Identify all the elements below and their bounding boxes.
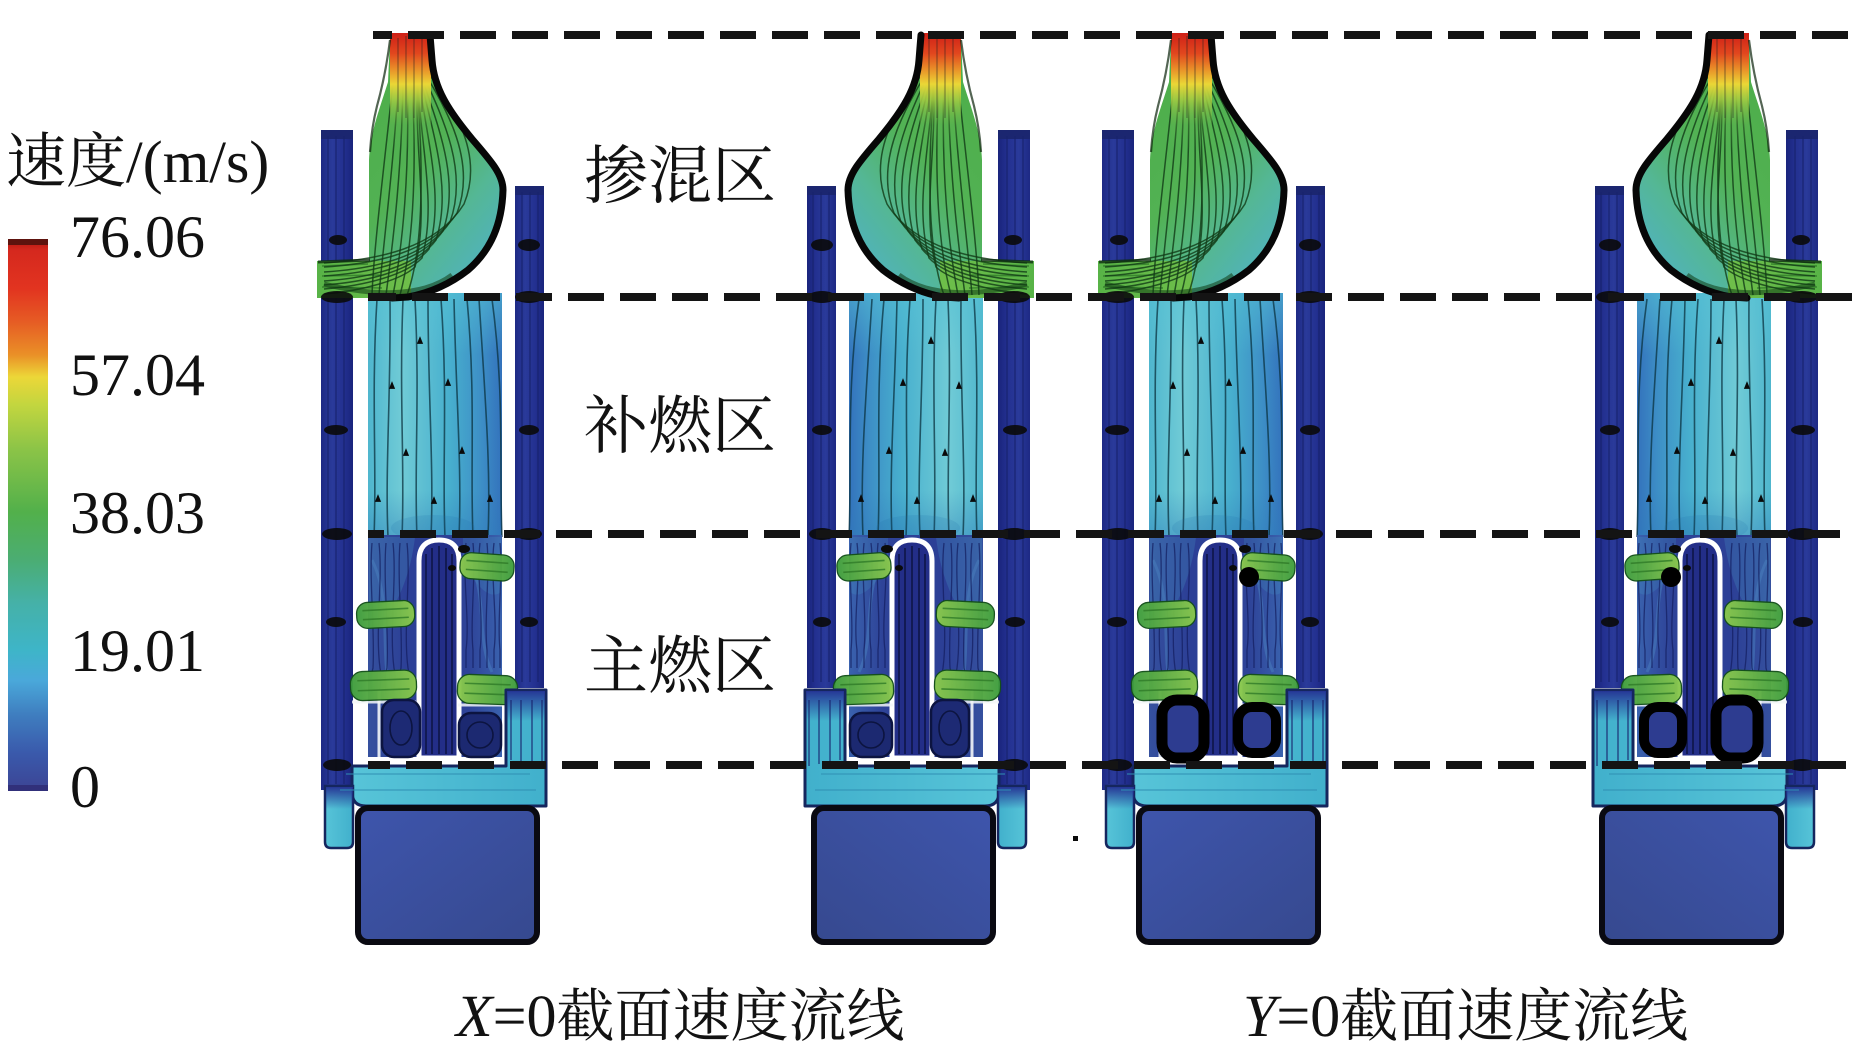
tick-76: 76.06 [70, 204, 205, 270]
colorbar-title: 速度/(m/s) [6, 132, 269, 219]
tick-19: 19.01 [70, 618, 205, 684]
section-lines [368, 31, 1852, 769]
speck [1073, 836, 1078, 841]
panel-x0-b [805, 33, 1034, 942]
tick-0: 0 [70, 754, 100, 820]
zone-label-primary: 主燃区 [584, 634, 776, 726]
zone-label-afterburn: 补燃区 [584, 394, 776, 486]
tick-38: 38.03 [70, 480, 205, 546]
panel-y0-a [1098, 33, 1327, 942]
caption-x0: X=0截面速度流线 [456, 984, 908, 1052]
colorbar [8, 239, 48, 791]
colorbar-gradient [8, 239, 48, 791]
caption-y0: Y=0截面速度流线 [1243, 984, 1695, 1052]
panel-x0-a [317, 33, 546, 942]
zone-label-mixing: 掺混区 [584, 144, 776, 236]
colorbar-ticks: 76.06 57.04 38.03 19.01 0 [70, 204, 205, 820]
panel-y0-b [1593, 33, 1822, 942]
tick-57: 57.04 [70, 342, 205, 408]
